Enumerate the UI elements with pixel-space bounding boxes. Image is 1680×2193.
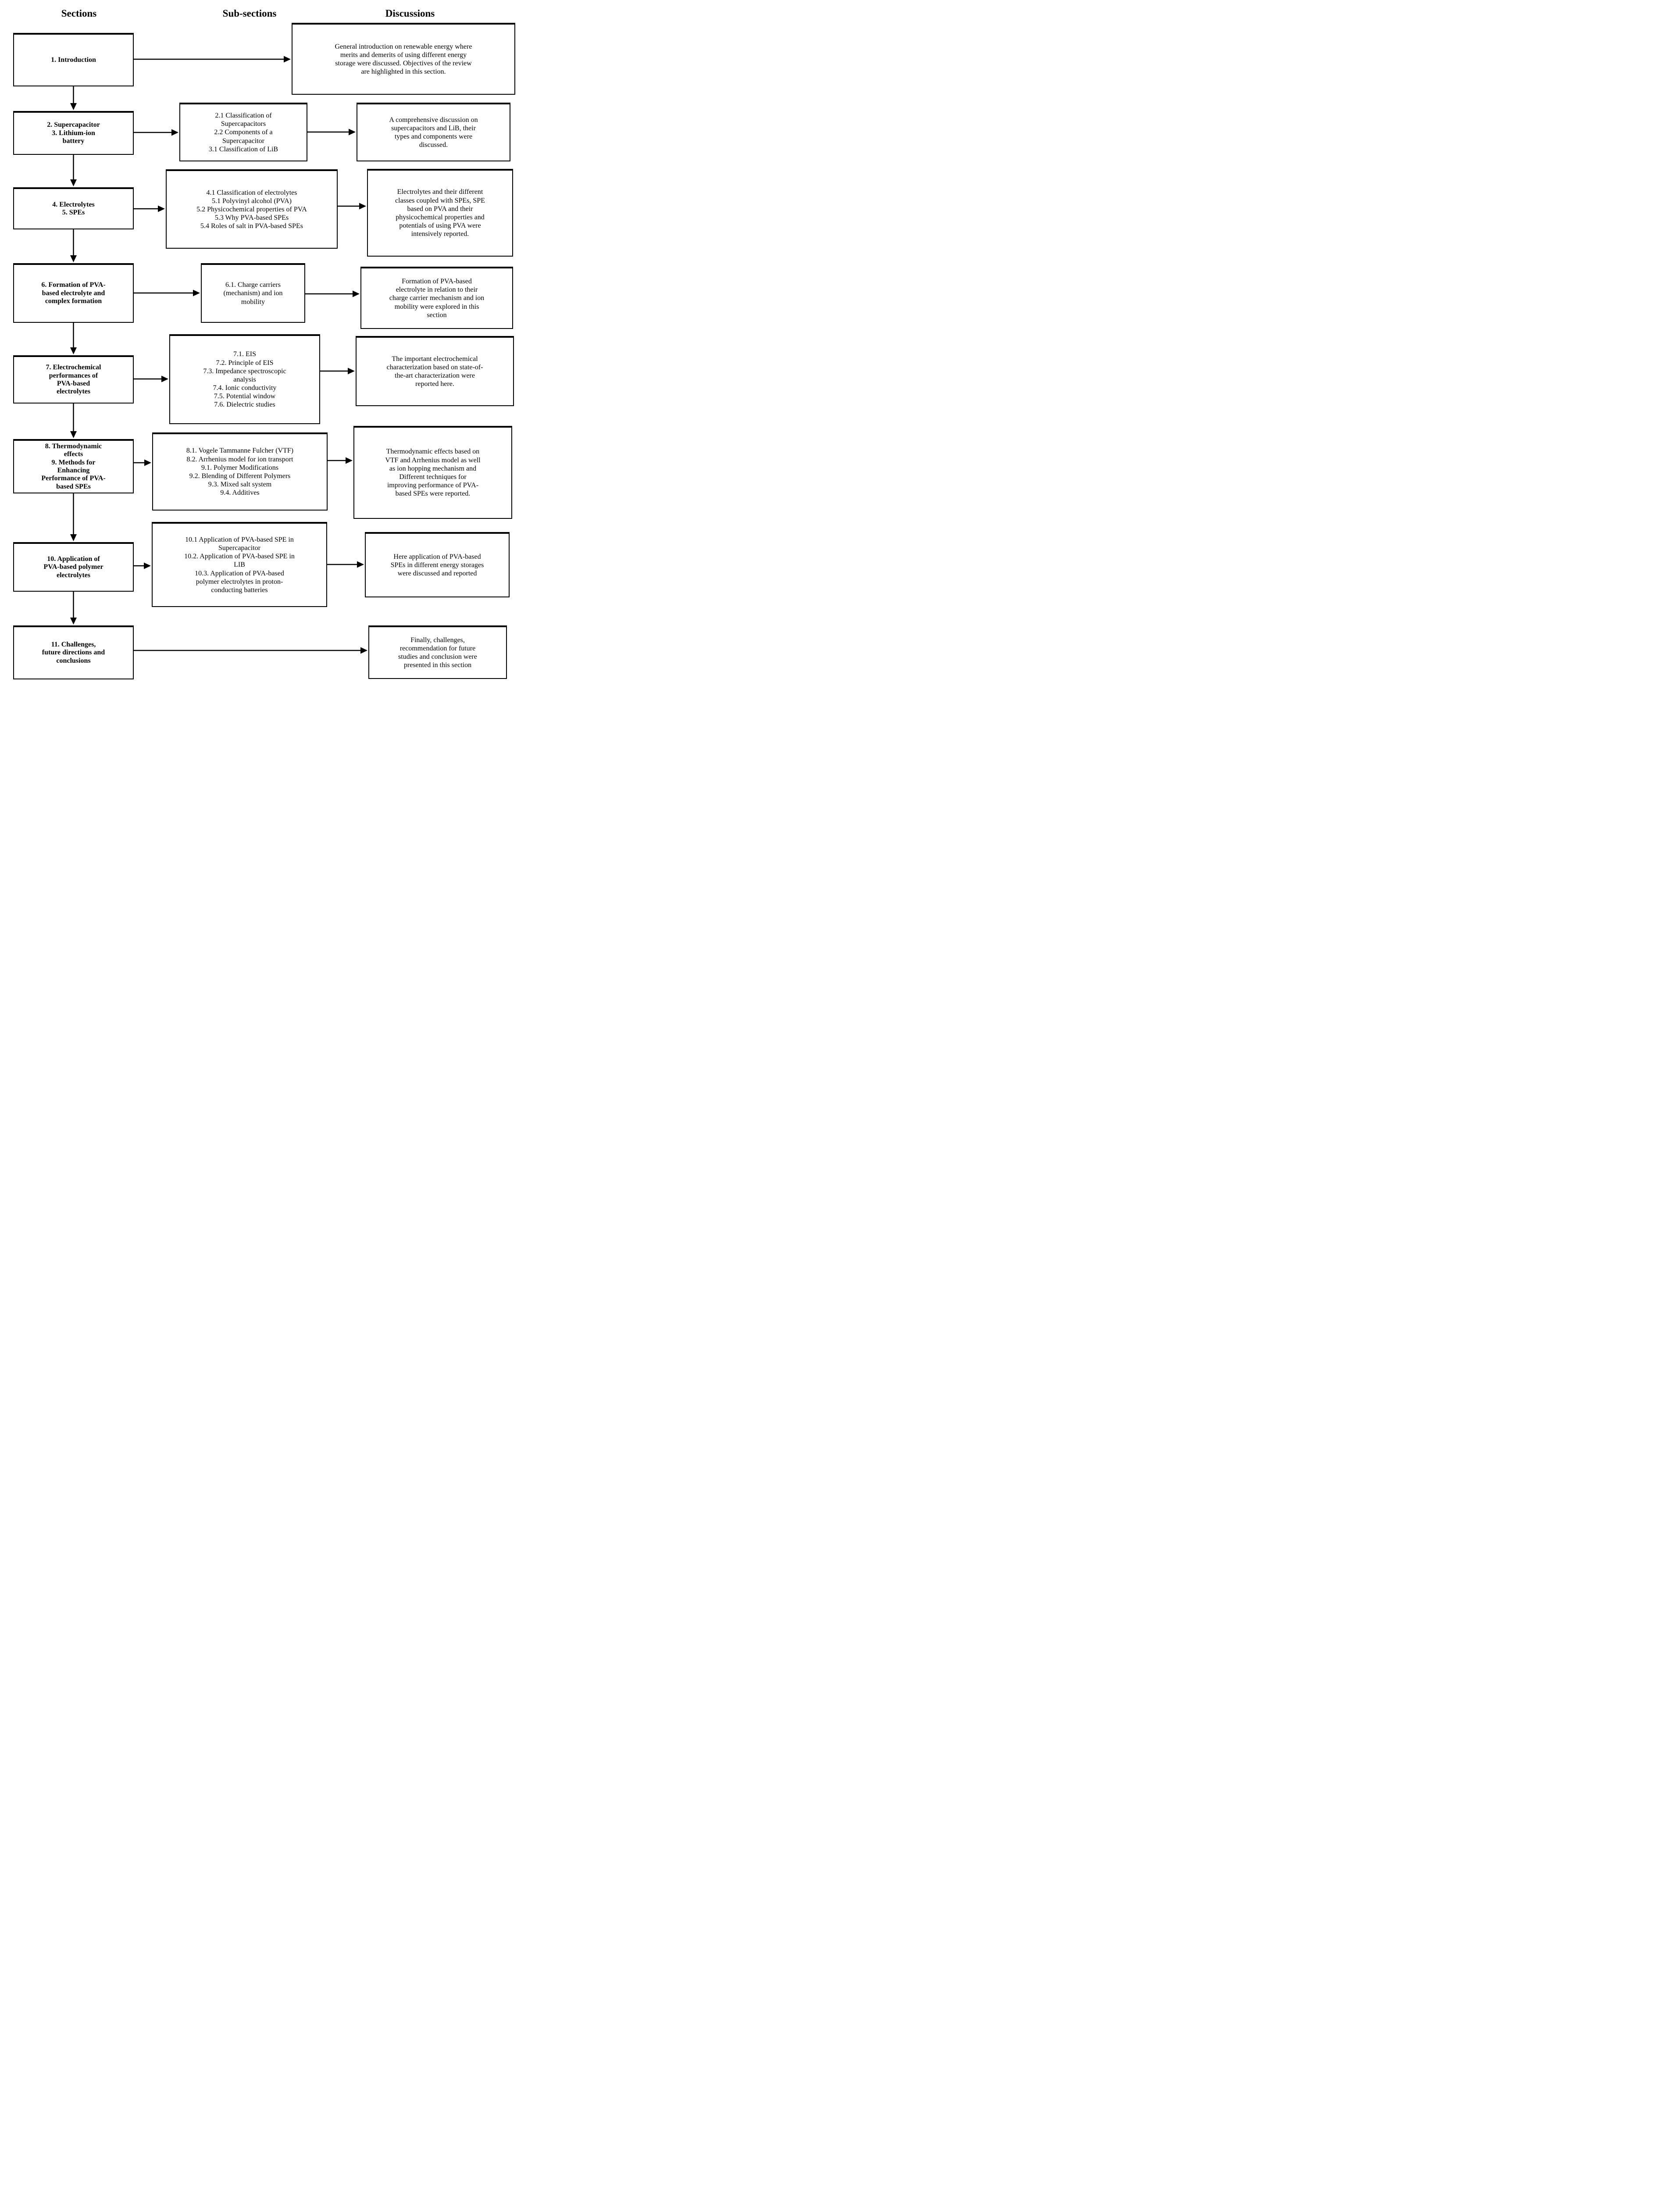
discussion-box-1: General introduction on renewable energy… bbox=[292, 23, 515, 95]
discussion-box-7: Here application of PVA-based SPEs in di… bbox=[365, 532, 510, 597]
discussion-box-3: Electrolytes and their different classes… bbox=[367, 169, 513, 257]
discussion-box-2: A comprehensive discussion on supercapac… bbox=[357, 103, 510, 161]
arrow-section4-to-section5 bbox=[70, 323, 77, 354]
arrow-section5-to-section6 bbox=[70, 404, 77, 438]
subsection-box-8-9: 8.1. Vogele Tammanne Fulcher (VTF) 8.2. … bbox=[152, 432, 328, 511]
column-header-discussions: Discussions bbox=[385, 8, 435, 19]
arrow-section6-to-section7 bbox=[70, 493, 77, 541]
arrow-section7-to-subsection7 bbox=[134, 562, 151, 569]
subsection-box-4-5: 4.1 Classification of electrolytes 5.1 P… bbox=[166, 169, 338, 249]
flowchart-canvas: Sections Sub-sections Discussions 1. Int… bbox=[0, 0, 519, 682]
arrow-section2-to-subsection2 bbox=[134, 129, 178, 136]
subsection-box-2: 2.1 Classification of Supercapacitors 2.… bbox=[179, 103, 307, 161]
arrow-subsection5-to-discussion5 bbox=[320, 368, 355, 375]
arrow-section5-to-subsection5 bbox=[134, 375, 168, 382]
section-box-8-9-thermodynamic-methods: 8. Thermodynamic effects 9. Methods for … bbox=[13, 439, 134, 493]
discussion-box-6: Thermodynamic effects based on VTF and A… bbox=[353, 426, 512, 519]
arrow-section6-to-subsection6 bbox=[134, 459, 151, 466]
arrow-section3-to-subsection3 bbox=[134, 205, 165, 212]
subsection-box-7: 7.1. EIS 7.2. Principle of EIS 7.3. Impe… bbox=[169, 334, 320, 424]
arrow-section3-to-section4 bbox=[70, 229, 77, 262]
column-header-subsections: Sub-sections bbox=[222, 8, 277, 19]
arrow-subsection6-to-discussion6 bbox=[328, 457, 353, 464]
section-box-1-introduction: 1. Introduction bbox=[13, 33, 134, 86]
arrow-section8-to-discussion8 bbox=[134, 647, 367, 654]
arrow-section1-to-section2 bbox=[70, 86, 77, 110]
arrow-section2-to-section3 bbox=[70, 155, 77, 186]
subsection-box-6: 6.1. Charge carriers (mechanism) and ion… bbox=[201, 263, 305, 323]
arrow-section7-to-section8 bbox=[70, 592, 77, 625]
arrow-subsection4-to-discussion4 bbox=[305, 290, 360, 297]
connectors-layer bbox=[70, 56, 367, 654]
discussion-box-8: Finally, challenges, recommendation for … bbox=[368, 625, 507, 679]
section-box-7-electrochemical: 7. Electrochemical performances of PVA-b… bbox=[13, 355, 134, 404]
arrow-subsection2-to-discussion2 bbox=[307, 129, 356, 136]
arrow-subsection7-to-discussion7 bbox=[327, 561, 364, 568]
discussion-box-5: The important electrochemical characteri… bbox=[356, 336, 514, 406]
arrow-subsection3-to-discussion3 bbox=[338, 203, 366, 210]
section-box-6-formation: 6. Formation of PVA- based electrolyte a… bbox=[13, 263, 134, 323]
column-header-sections: Sections bbox=[61, 8, 97, 19]
subsection-box-10: 10.1 Application of PVA-based SPE in Sup… bbox=[152, 522, 327, 607]
section-box-11-challenges: 11. Challenges, future directions and co… bbox=[13, 625, 134, 679]
arrow-section1-to-discussion1 bbox=[134, 56, 291, 63]
arrow-section4-to-subsection4 bbox=[134, 289, 200, 296]
discussion-box-4: Formation of PVA-based electrolyte in re… bbox=[360, 267, 513, 329]
section-box-4-electrolytes-spes: 4. Electrolytes 5. SPEs bbox=[13, 187, 134, 229]
section-box-10-application: 10. Application of PVA-based polymer ele… bbox=[13, 542, 134, 592]
section-box-2-supercapacitor-lib: 2. Supercapacitor 3. Lithium-ion battery bbox=[13, 111, 134, 155]
